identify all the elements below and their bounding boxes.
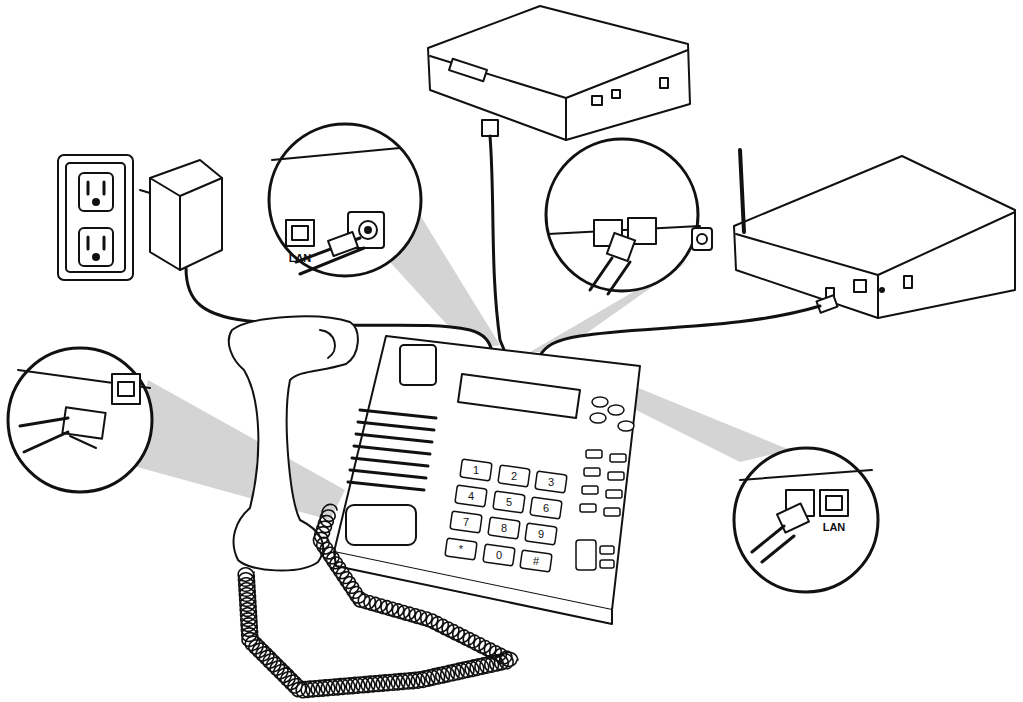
key-label: * — [459, 544, 463, 555]
port-label: LAN — [823, 522, 846, 533]
coiled-cord — [238, 568, 518, 698]
key-label: 9 — [538, 529, 544, 540]
keypad-key — [530, 497, 562, 519]
keypad-key — [493, 491, 525, 513]
lan-port-detail — [740, 470, 872, 562]
zoom-circle — [8, 124, 878, 592]
keypad-key — [450, 511, 482, 533]
keypad — [445, 459, 567, 572]
phone-base — [334, 336, 640, 624]
key-label: 6 — [543, 503, 549, 514]
key-label: 5 — [506, 497, 512, 508]
keypad-key — [535, 471, 567, 493]
keypad-key — [525, 523, 557, 545]
key-label: 4 — [468, 491, 474, 502]
keypad-key — [445, 538, 477, 560]
coiled-cord — [313, 504, 517, 666]
port-label: LAN — [289, 253, 312, 264]
keypad-key — [483, 544, 515, 566]
key-label: 1 — [473, 465, 479, 476]
key-label: 0 — [496, 550, 502, 561]
key-label: 8 — [501, 523, 507, 534]
coiled-cord — [238, 504, 518, 697]
key-label: 7 — [463, 517, 469, 528]
key-label: # — [533, 556, 539, 567]
keypad-key — [520, 550, 552, 572]
power-jack-detail — [272, 148, 400, 274]
key-label: 2 — [511, 471, 517, 482]
handset — [229, 316, 358, 570]
key-label: 3 — [548, 477, 554, 488]
keypad-key — [460, 459, 492, 481]
wan-port-detail — [548, 218, 712, 294]
wall-outlet — [58, 155, 133, 280]
phone-port-detail — [18, 370, 150, 452]
keypad-key — [488, 517, 520, 539]
keypad-key — [455, 485, 487, 507]
keypad-key — [498, 465, 530, 487]
